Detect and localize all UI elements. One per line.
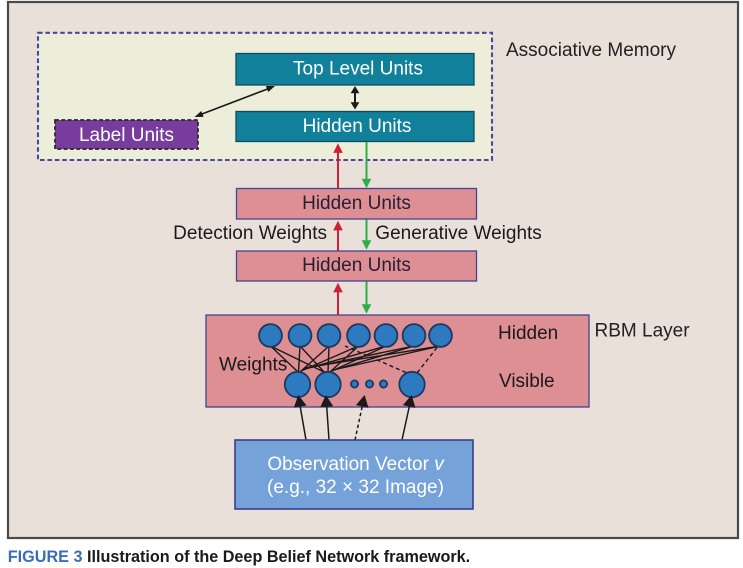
svg-text:Label Units: Label Units	[79, 125, 174, 146]
svg-text:Detection Weights: Detection Weights	[173, 223, 327, 244]
svg-text:Visible: Visible	[499, 371, 555, 392]
svg-text:FIGURE 3 Illustration of the D: FIGURE 3 Illustration of the Deep Belief…	[8, 548, 470, 566]
svg-text:Associative Memory: Associative Memory	[506, 40, 676, 61]
svg-text:Hidden Units: Hidden Units	[302, 193, 411, 214]
svg-text:Hidden Units: Hidden Units	[302, 255, 411, 276]
svg-text:Hidden: Hidden	[498, 323, 558, 344]
svg-text:(e.g., 32 × 32 Image): (e.g., 32 × 32 Image)	[267, 477, 444, 498]
svg-text:Top Level Units: Top Level Units	[293, 59, 423, 80]
svg-text:Observation Vector v: Observation Vector v	[267, 454, 445, 475]
svg-text:Hidden Units: Hidden Units	[303, 116, 412, 137]
svg-text:RBM Layer: RBM Layer	[595, 321, 691, 342]
svg-text:Weights: Weights	[219, 355, 287, 376]
svg-text:Generative Weights: Generative Weights	[375, 223, 542, 244]
